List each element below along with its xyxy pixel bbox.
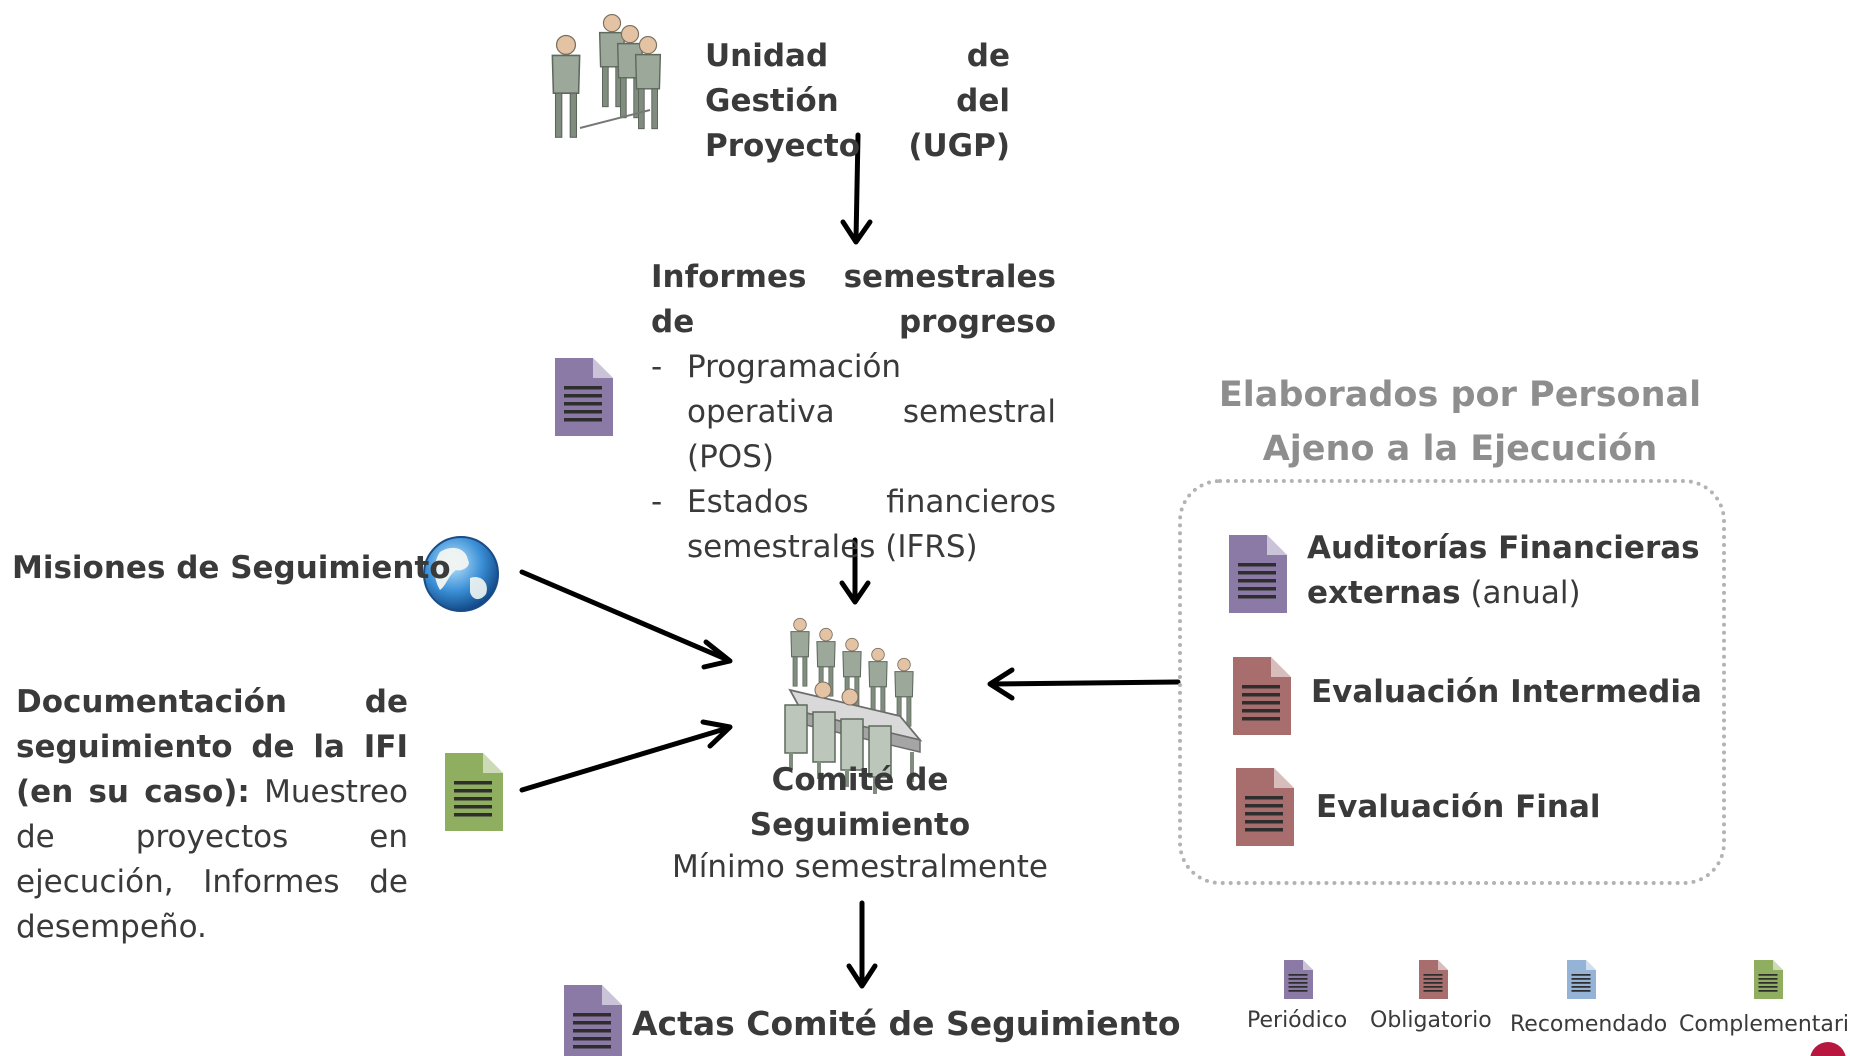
comite-title: Comité de Seguimiento xyxy=(749,762,971,843)
documentacion-text: Documentación de seguimiento de la IFI (… xyxy=(16,680,408,950)
legend-recomendado-label: Recomendado xyxy=(1510,1012,1668,1037)
list-item: -Estados financieros semestrales (IFRS) xyxy=(651,480,1056,570)
arrow-externos-to-comite xyxy=(987,667,1181,701)
legend-obligatorio-label: Obligatorio xyxy=(1370,1008,1492,1033)
documentacion-rest: Muestreo de proyectos en ejecución, Info… xyxy=(16,774,408,945)
externos-title: Elaborados por Personal Ajeno a la Ejecu… xyxy=(1218,375,1702,469)
document-icon xyxy=(564,985,622,1056)
arrow-comite-to-actas xyxy=(846,900,878,989)
arrow-misiones-to-comite xyxy=(519,569,733,670)
evaluacion-final-label: Evaluación Final xyxy=(1316,789,1601,825)
document-icon xyxy=(445,753,503,831)
evaluacion-intermedia-label: Evaluación Intermedia xyxy=(1311,674,1702,710)
legend-periodico-label: Periódico xyxy=(1247,1008,1348,1033)
document-icon xyxy=(555,358,613,436)
legend-obligatorio-icon xyxy=(1419,960,1448,999)
legend-complementario-label: Complementario xyxy=(1679,1012,1850,1037)
arrow-informes-to-comite xyxy=(839,537,871,605)
informes-item-ifrs: Estados financieros semestrales (IFRS) xyxy=(687,484,1056,565)
legend-recomendado-icon xyxy=(1567,960,1596,999)
informes-title: Informes semestrales de progreso xyxy=(651,259,1056,340)
comite-block: Comité de Seguimiento Mínimo semestralme… xyxy=(660,758,1060,886)
corner-mark-icon xyxy=(1810,1042,1846,1056)
documentacion-bold: Documentación de seguimiento de la IFI (… xyxy=(16,684,408,810)
meeting-table-icon xyxy=(784,617,923,794)
list-item: -Programación operativa semestral (POS) xyxy=(651,345,1056,480)
informes-item-pos: Programación operativa semestral (POS) xyxy=(687,349,1056,475)
auditorias-label: Auditorías Financieras externas (anual) xyxy=(1307,530,1700,611)
misiones-label: Misiones de Seguimiento xyxy=(12,550,451,586)
people-group-icon xyxy=(551,13,662,139)
ugp-title: Unidad de Gestión del Proyecto (UGP) xyxy=(705,38,1010,164)
informes-list: -Programación operativa semestral (POS) … xyxy=(651,345,1056,570)
arrow-ugp-to-informes xyxy=(840,132,873,245)
legend-complementario-icon xyxy=(1754,960,1783,999)
actas-label: Actas Comité de Seguimiento xyxy=(632,1004,1181,1043)
globe-icon xyxy=(423,536,499,612)
arrow-documentacion-to-comite xyxy=(519,719,733,793)
comite-subtitle: Mínimo semestralmente xyxy=(672,849,1048,885)
legend-periodico-icon xyxy=(1284,960,1313,999)
externos-box xyxy=(1178,479,1726,885)
